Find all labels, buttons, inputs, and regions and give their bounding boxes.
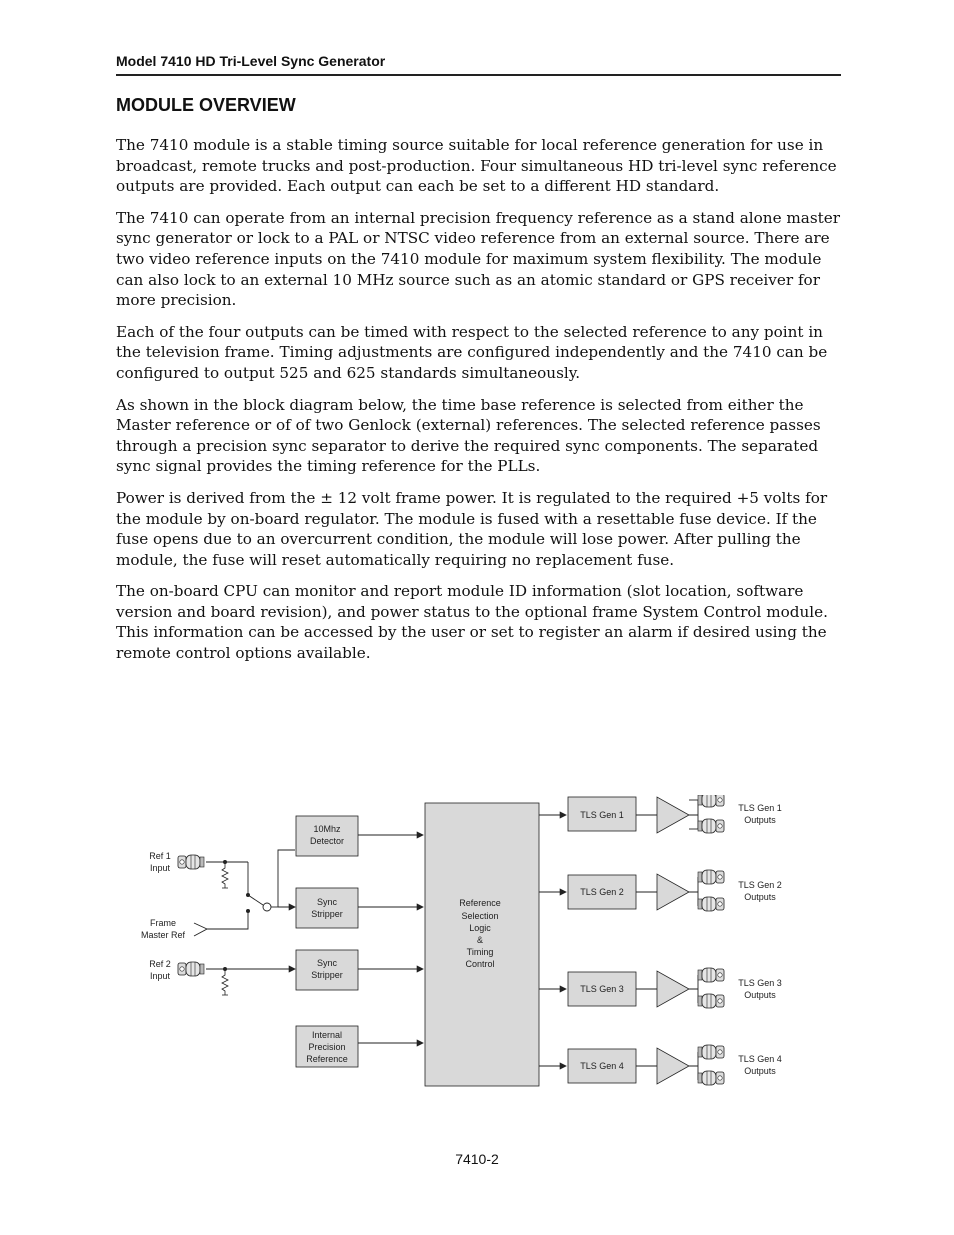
tls-gen-4-outputs-label: Outputs (744, 1066, 776, 1076)
internal-reference-label: Precision (308, 1042, 345, 1052)
tls-gen-4-outputs-label: TLS Gen 4 (738, 1054, 782, 1064)
frame-master-ref-label: Frame (150, 918, 176, 928)
paragraph: As shown in the block diagram below, the… (116, 395, 821, 476)
ref1-label: Ref 1 (149, 851, 171, 861)
sync-stripper-1-label: Stripper (311, 909, 343, 919)
tls-gen-3-label: TLS Gen 3 (580, 984, 624, 994)
page-number: 7410-2 (455, 1151, 499, 1167)
ref2-label: Ref 2 (149, 959, 171, 969)
sync-stripper-2-block (295, 949, 359, 991)
tls-gen-2-outputs-label: Outputs (744, 892, 776, 902)
sync-stripper-2-label: Sync (317, 958, 338, 968)
tls-gen-1-row: TLS Gen 1 TLS Gen 1 Outputs (539, 795, 782, 834)
tls-gen-4-row: TLS Gen 4 TLS Gen 4 Outputs (539, 1044, 782, 1086)
logic-label: Selection (461, 911, 498, 921)
header-rule (116, 74, 841, 76)
paragraph: The 7410 module is a stable timing sourc… (116, 136, 837, 196)
detector-label: Detector (310, 836, 344, 846)
tls-gen-3-row: TLS Gen 3 TLS Gen 3 Outputs (539, 967, 782, 1009)
block-diagram: Ref 1 Input Frame Master Ref Ref 2 Input… (141, 795, 782, 1087)
logic-label: Control (465, 959, 494, 969)
detector-block (295, 815, 359, 857)
logic-label: & (477, 935, 483, 945)
tls-gen-3-outputs-label: Outputs (744, 990, 776, 1000)
paragraph: The 7410 can operate from an internal pr… (116, 208, 840, 310)
frame-master-ref-label: Master Ref (141, 930, 186, 940)
internal-reference-label: Internal (312, 1030, 342, 1040)
running-header: Model 7410 HD Tri-Level Sync Generator (116, 53, 386, 69)
tls-gen-2-row: TLS Gen 2 TLS Gen 2 Outputs (539, 869, 782, 912)
tls-gen-1-outputs-label: TLS Gen 1 (738, 803, 782, 813)
paragraph: Power is derived from the ± 12 volt fram… (116, 488, 828, 569)
logic-label: Reference (459, 898, 501, 908)
logic-label: Logic (469, 923, 491, 933)
reference-selection-logic-block (424, 802, 540, 1087)
tls-gen-3-outputs-label: TLS Gen 3 (738, 978, 782, 988)
tls-gen-2-outputs-label: TLS Gen 2 (738, 880, 782, 890)
selector-switch (247, 894, 264, 906)
ref1-label: Input (150, 863, 171, 873)
section-heading: MODULE OVERVIEW (116, 95, 296, 115)
tls-gen-4-label: TLS Gen 4 (580, 1061, 624, 1071)
ref1-input-connector (177, 854, 205, 870)
internal-reference-label: Reference (306, 1054, 348, 1064)
internal-reference-block (295, 1025, 359, 1068)
paragraph: The on-board CPU can monitor and report … (116, 582, 828, 663)
tls-gen-1-outputs-label: Outputs (744, 815, 776, 825)
tls-gen-1-label: TLS Gen 1 (580, 810, 624, 820)
ref2-label: Input (150, 971, 171, 981)
sync-stripper-1-label: Sync (317, 897, 338, 907)
body-text: The 7410 module is a stable timing sourc… (116, 135, 844, 675)
paragraph: Each of the four outputs can be timed wi… (116, 322, 828, 382)
detector-label: 10Mhz (313, 824, 341, 834)
logic-label: Timing (467, 947, 494, 957)
sync-stripper-1-block (295, 887, 359, 929)
ref2-input-connector (177, 961, 205, 977)
tls-gen-2-label: TLS Gen 2 (580, 887, 624, 897)
sync-stripper-2-label: Stripper (311, 970, 343, 980)
